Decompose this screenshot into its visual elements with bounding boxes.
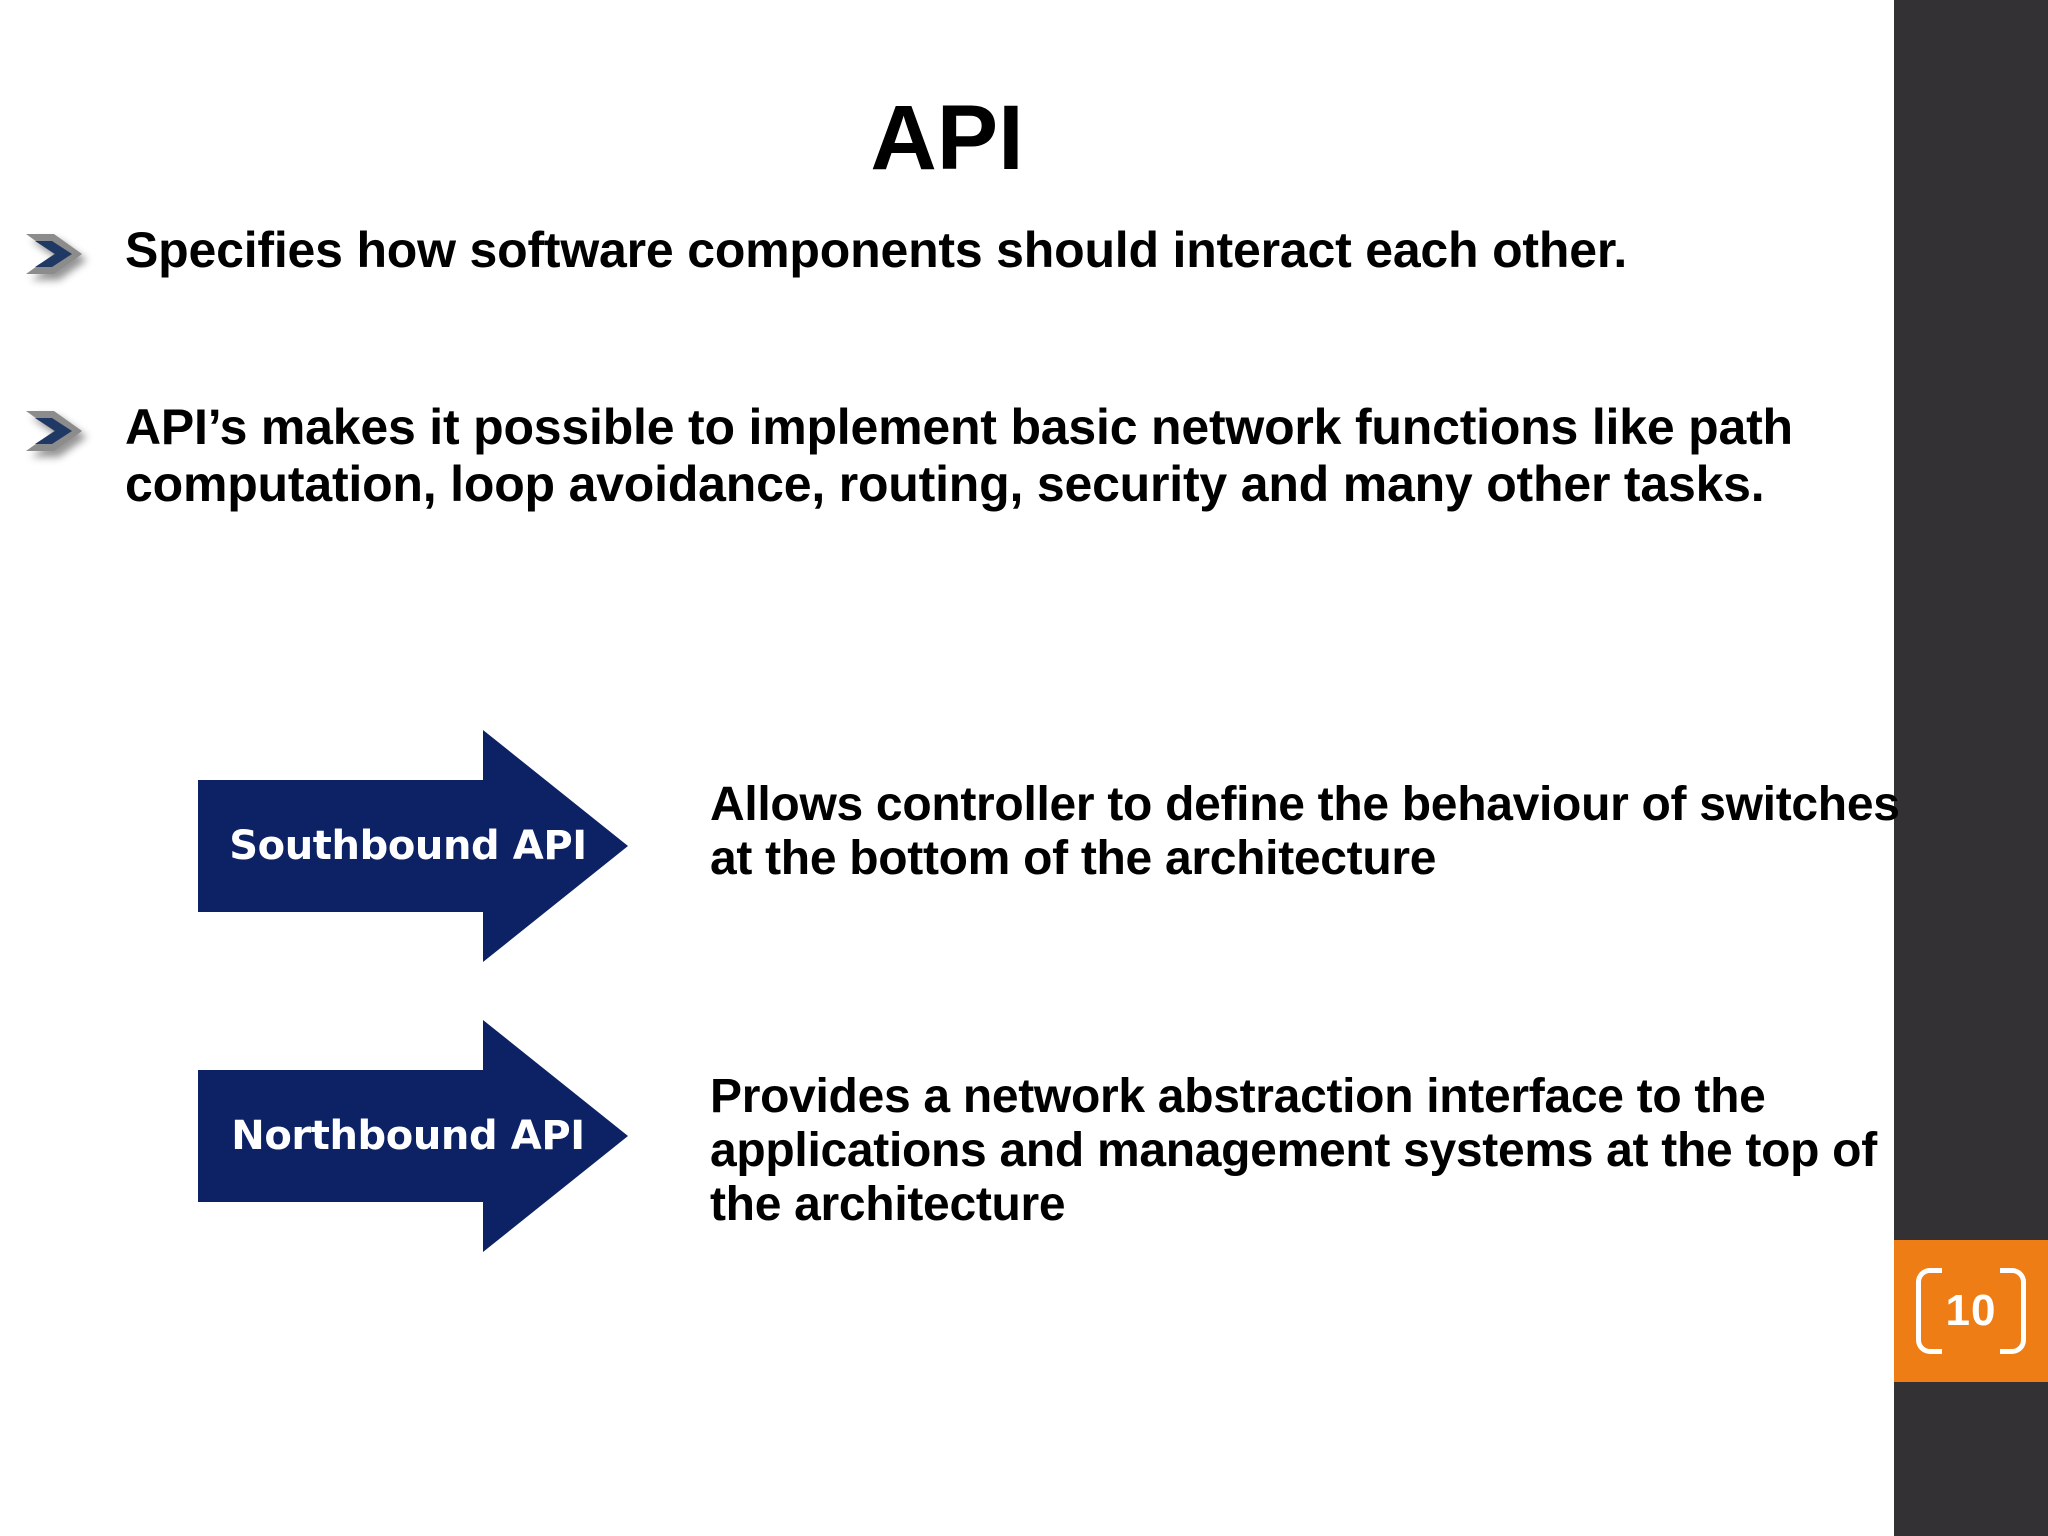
bracket-left-icon: [1916, 1268, 1942, 1354]
northbound-api-description: Provides a network abstraction interface…: [710, 1070, 1877, 1232]
bracket-right-icon: [2000, 1268, 2026, 1354]
list-item-text: API’s makes it possible to implement bas…: [125, 399, 1793, 512]
chevron-bullet-icon: [26, 234, 82, 274]
northbound-api-label: Northbound API: [231, 1113, 585, 1159]
page-title: API: [870, 87, 1024, 189]
list-item: Specifies how software components should…: [0, 222, 1880, 279]
southbound-api-arrow: Southbound API: [198, 730, 628, 962]
page-number-label: 10: [1945, 1286, 1997, 1335]
page-number-badge: 10: [1894, 1240, 2048, 1382]
chevron-bullet-icon: [26, 411, 82, 451]
list-item: API’s makes it possible to implement bas…: [0, 399, 1880, 513]
southbound-api-description: Allows controller to define the behaviou…: [710, 778, 1900, 886]
list-item-text: Specifies how software components should…: [125, 222, 1628, 278]
api-arrow-diagram: Southbound API Northbound API Allows con…: [0, 718, 1900, 1398]
southbound-api-label: Southbound API: [229, 823, 587, 869]
northbound-api-arrow: Northbound API: [198, 1020, 628, 1252]
bullet-list: Specifies how software components should…: [0, 222, 1880, 577]
